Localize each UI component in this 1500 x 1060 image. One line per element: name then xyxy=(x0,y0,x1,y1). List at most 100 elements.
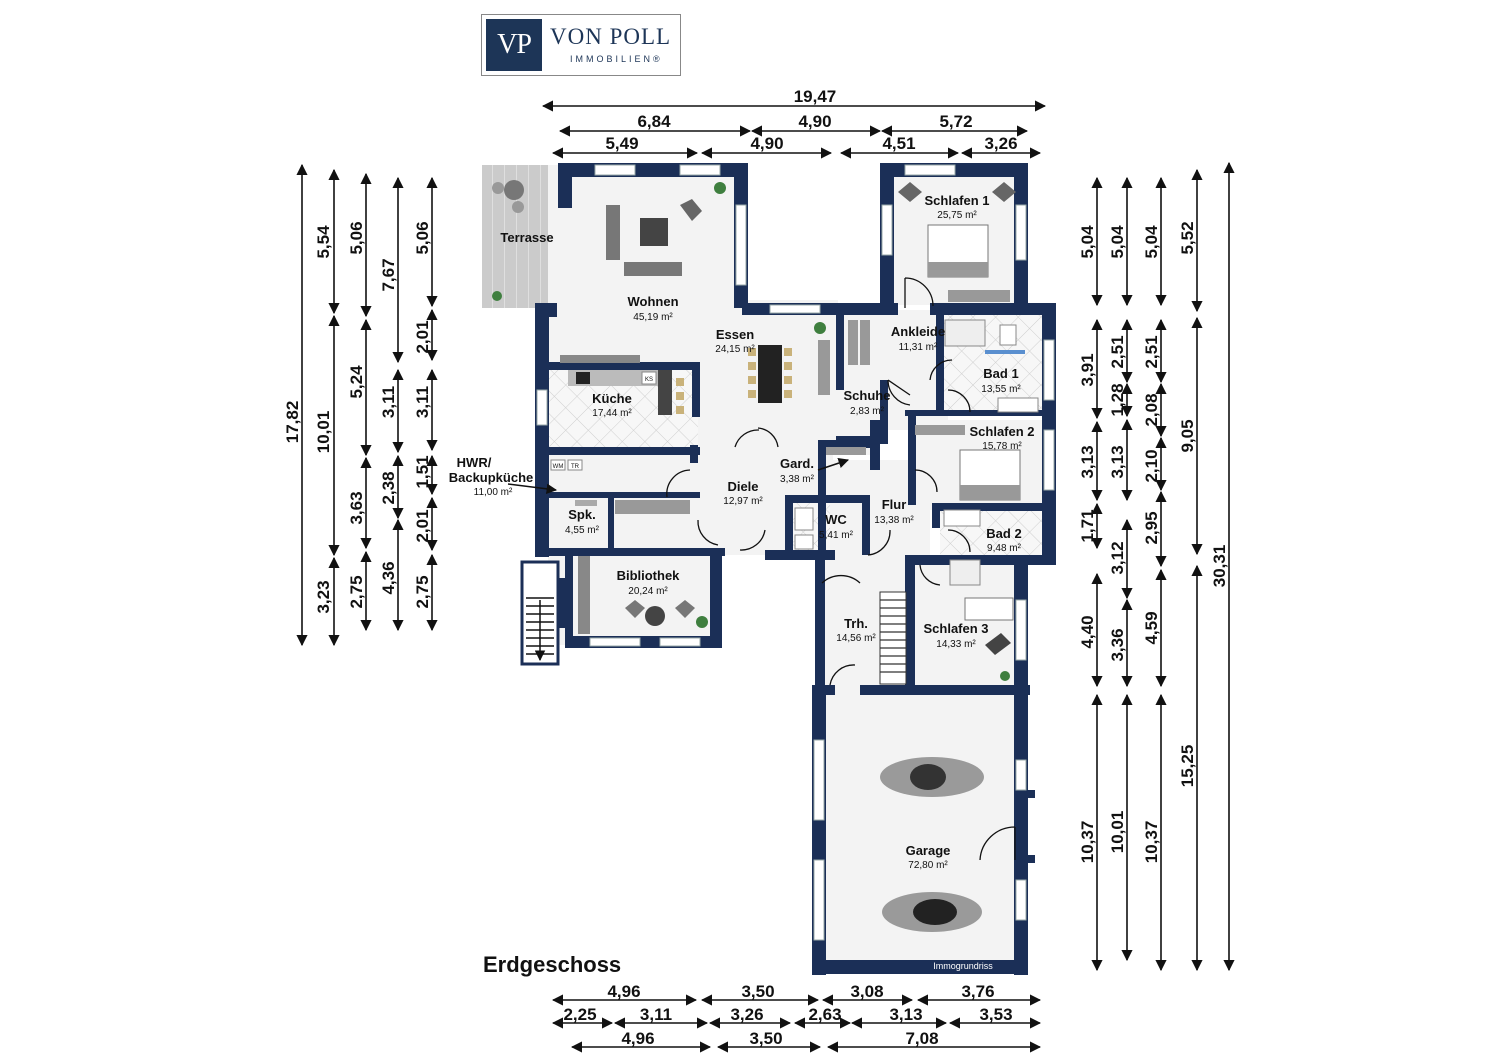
dim-right-c1: 10,37 xyxy=(1078,821,1097,864)
dim-bottom-r2: 3,53 xyxy=(979,1005,1012,1024)
dim-left-c5: 3,11 xyxy=(413,386,432,418)
room-area-trh: 14,56 m² xyxy=(836,633,876,644)
dim-bottom-r1: 3,08 xyxy=(850,982,883,1001)
dim-right-c3: 5,04 xyxy=(1142,225,1161,259)
wardrobe-icon xyxy=(915,425,965,435)
door-swings xyxy=(666,277,1016,861)
room-area-kueche: 17,44 m² xyxy=(592,408,632,419)
desk-icon xyxy=(985,633,1011,655)
dim-bottom-r1: 4,96 xyxy=(607,982,640,1001)
room-area-schuhe: 2,83 m² xyxy=(850,406,885,417)
dim-top-r3: 4,51 xyxy=(882,134,915,153)
sideboard-icon xyxy=(818,340,830,395)
von-poll-logo: VP VON POLL IMMOBILIEN® xyxy=(481,14,681,76)
bathtub-icon xyxy=(943,509,981,527)
room-name-diele: Diele xyxy=(727,479,758,494)
dim-left-total: 17,82 xyxy=(283,401,302,444)
dim-bottom-r2: 3,13 xyxy=(889,1005,922,1024)
dim-right-c2: 5,04 xyxy=(1108,225,1127,259)
dim-top-total: 19,47 xyxy=(794,87,837,106)
dim-left-c3: 5,24 xyxy=(347,365,366,399)
room-area-wohnen: 45,19 m² xyxy=(633,312,673,323)
plant-icon xyxy=(492,291,502,301)
dim-right-c1: 4,40 xyxy=(1078,615,1097,648)
car-icon xyxy=(880,757,984,797)
room-area-schlafen-1: 25,75 m² xyxy=(937,210,977,221)
room-name-spk: Spk. xyxy=(568,507,595,522)
watermark: Immogrundriss xyxy=(933,961,993,971)
bookshelf-icon xyxy=(578,556,590,634)
room-name-hwr-2: Backupküche xyxy=(449,470,534,485)
single-bed-icon xyxy=(964,597,1014,621)
dim-right-c3: 2,51 xyxy=(1142,335,1161,368)
dim-left-c5: 5,06 xyxy=(413,221,432,254)
room-name-wc: WC xyxy=(825,512,847,527)
dim-bottom-r2: 3,26 xyxy=(730,1005,763,1024)
wardrobe-icon xyxy=(615,500,690,514)
floor-title: Erdgeschoss xyxy=(483,952,621,977)
fridge-label: KS xyxy=(645,377,653,383)
patio-table-icon xyxy=(504,180,524,200)
room-area-gard: 3,38 m² xyxy=(780,474,815,485)
dim-right-c2: 2,51 xyxy=(1108,335,1127,368)
plant-icon xyxy=(814,322,826,334)
dim-left-c5: 2,75 xyxy=(413,575,432,608)
room-name-terrasse: Terrasse xyxy=(500,230,553,245)
dining-table-icon xyxy=(758,345,782,403)
room-name-gard: Gard. xyxy=(780,456,814,471)
room-name-schlafen-2: Schlafen 2 xyxy=(969,424,1034,439)
dim-right-c1: 1,71 xyxy=(1078,509,1097,542)
logo-name: VON POLL xyxy=(550,24,672,49)
exterior-stairs-icon xyxy=(520,560,560,666)
dim-right-c2: 3,12 xyxy=(1108,541,1127,574)
logo-sticker xyxy=(557,578,573,628)
staircase-icon xyxy=(879,591,907,685)
logo-mark: VP xyxy=(486,19,542,71)
dim-bottom-r3: 4,96 xyxy=(621,1029,654,1048)
wardrobe-icon xyxy=(826,447,866,455)
room-area-diele: 12,97 m² xyxy=(723,496,763,507)
dim-right-c3: 2,95 xyxy=(1142,511,1161,544)
dim-left-c5: 2,01 xyxy=(413,509,432,542)
plant-icon xyxy=(1000,671,1010,681)
car-icon xyxy=(882,892,982,932)
room-name-schlafen-3: Schlafen 3 xyxy=(923,621,988,636)
room-name-hwr: HWR/ xyxy=(457,455,492,470)
room-name-essen: Essen xyxy=(716,327,754,342)
dim-bottom-r3: 3,50 xyxy=(749,1029,782,1048)
room-name-schuhe: Schuhe xyxy=(844,388,891,403)
wardrobe-icon xyxy=(948,290,1010,302)
table-icon xyxy=(645,606,665,626)
toilet-icon xyxy=(794,507,814,531)
kitchen-island-icon xyxy=(658,370,672,415)
dim-bottom-r2: 2,63 xyxy=(808,1005,841,1024)
dim-left-c3: 5,06 xyxy=(347,221,366,254)
room-name-schlafen-1: Schlafen 1 xyxy=(924,193,989,208)
plant-icon xyxy=(696,616,708,628)
dimension-labels: 19,47 6,84 4,90 5,72 5,49 4,90 4,51 3,26… xyxy=(283,87,1229,1048)
stove-icon xyxy=(576,372,590,384)
wardrobe-icon xyxy=(848,320,858,365)
dim-left-c4: 4,36 xyxy=(379,561,398,594)
sink-icon xyxy=(794,534,814,550)
dim-right-c3: 2,10 xyxy=(1142,449,1161,482)
dim-top-r2: 6,84 xyxy=(637,112,671,131)
armchair-icon xyxy=(680,199,702,221)
dim-right-c1: 3,13 xyxy=(1078,445,1097,478)
room-area-bad-1: 13,55 m² xyxy=(981,384,1021,395)
sofa-icon xyxy=(606,205,620,260)
bathtub-icon xyxy=(997,397,1039,413)
room-area-schlafen-3: 14,33 m² xyxy=(936,639,976,650)
furniture xyxy=(492,180,1039,932)
kitchen-counter-icon xyxy=(568,370,658,386)
shower-icon xyxy=(944,319,986,347)
room-labels: Terrasse Wohnen 45,19 m² Essen 24,15 m² … xyxy=(449,193,1035,871)
armchair-icon xyxy=(625,600,645,618)
dim-left-c3: 3,63 xyxy=(347,491,366,524)
appliance-badges: WM TR KS xyxy=(550,371,657,471)
coffee-table-icon xyxy=(640,218,668,246)
dim-top-r3: 4,90 xyxy=(750,134,783,153)
room-area-essen: 24,15 m² xyxy=(715,344,755,355)
room-area-flur: 13,38 m² xyxy=(874,515,914,526)
